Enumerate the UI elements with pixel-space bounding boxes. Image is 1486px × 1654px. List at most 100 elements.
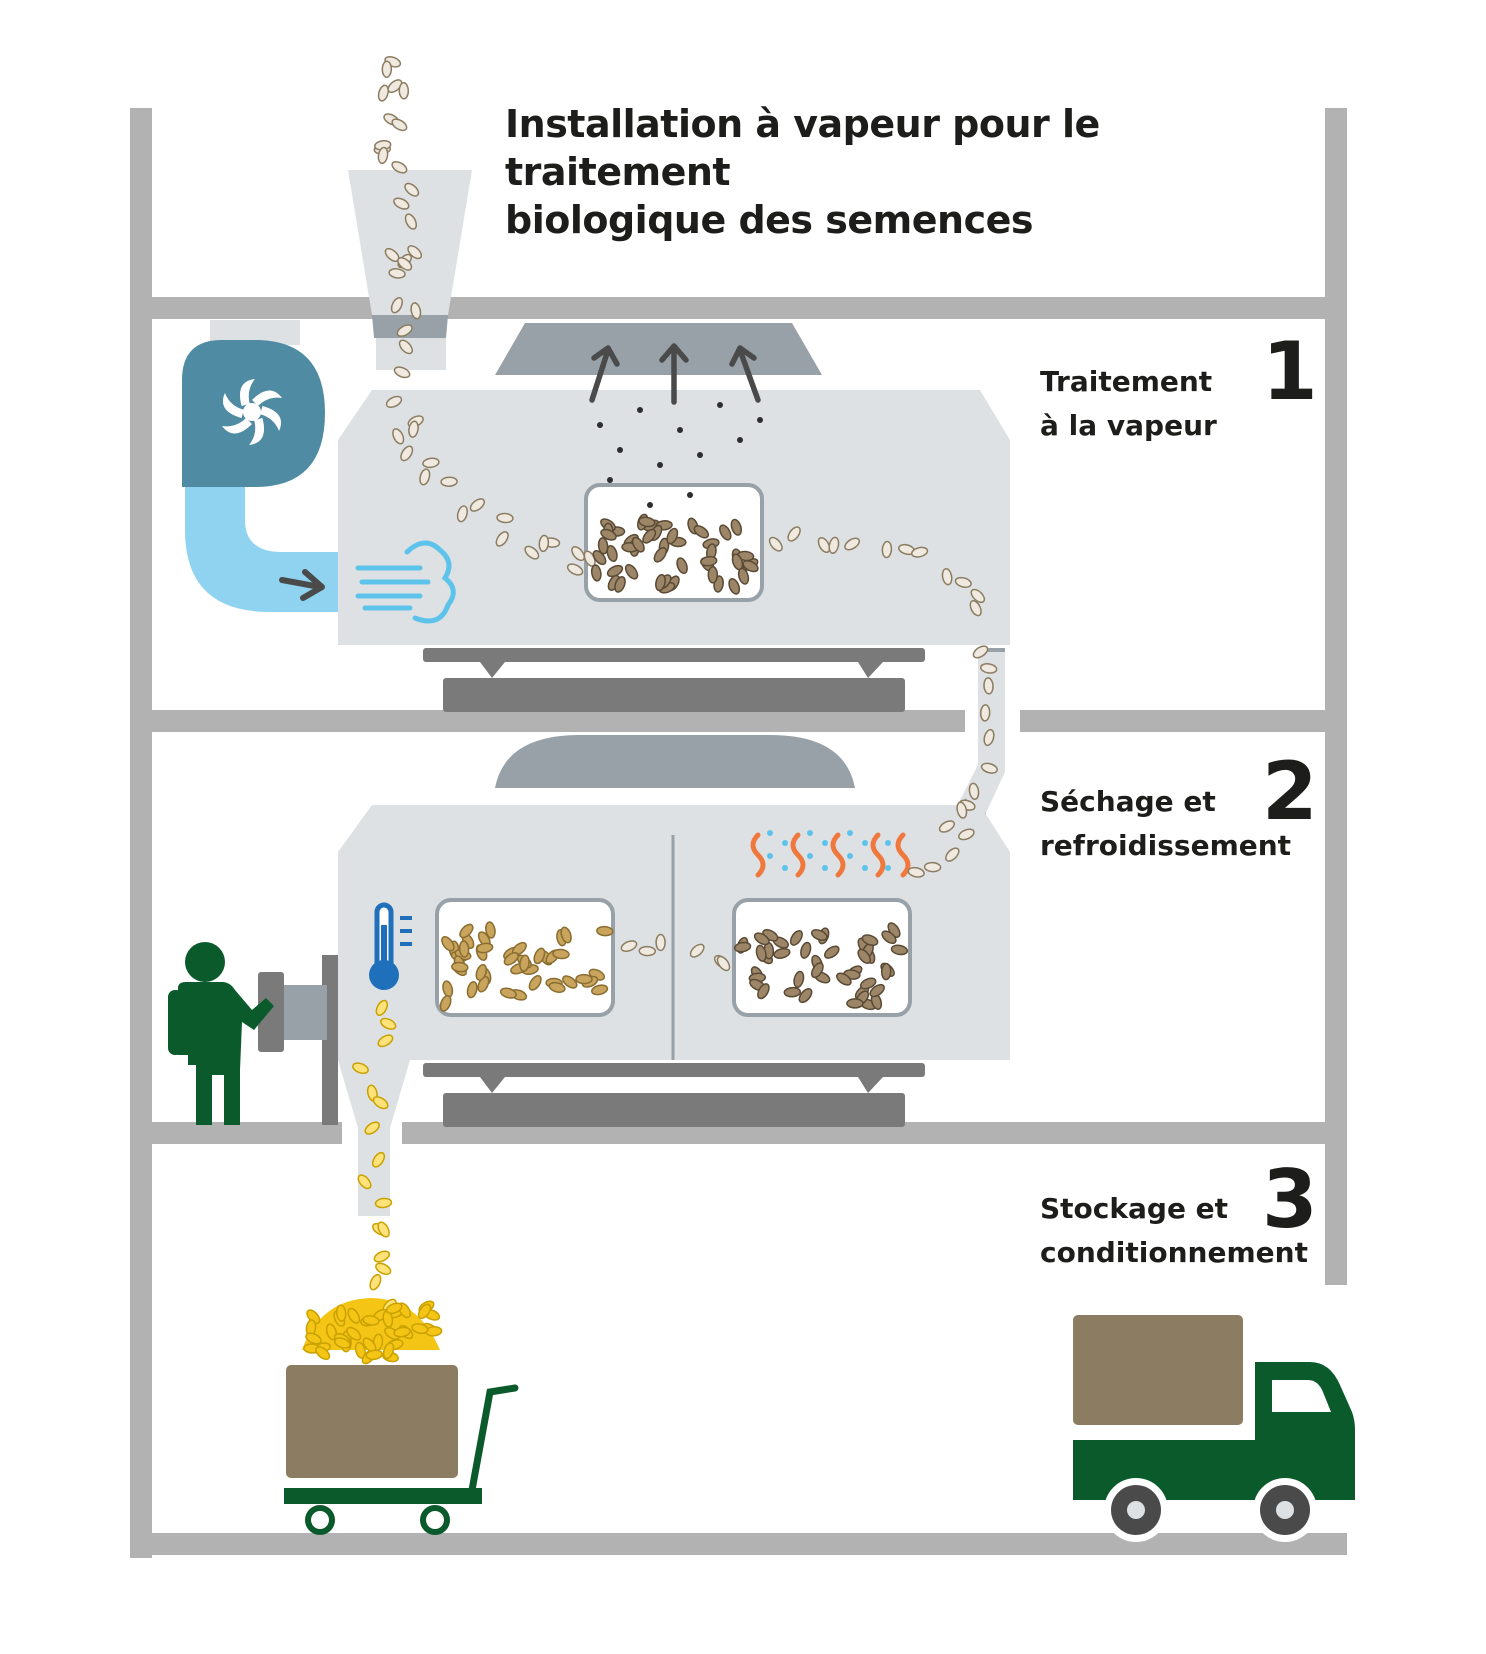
seed-icon [983, 728, 995, 747]
title-line-1: Installation à vapeur pour le traitement [505, 102, 1100, 194]
seed-icon [737, 567, 750, 585]
seed-icon [392, 428, 405, 445]
seed-icon [859, 977, 877, 990]
seed-icon [642, 528, 657, 544]
seed-icon [410, 302, 422, 320]
step-1-label: Traitement à la vapeur [1040, 360, 1340, 448]
seed-icon [716, 955, 731, 972]
seed-icon [624, 564, 639, 580]
seed-icon [620, 940, 638, 952]
seed-icon [528, 975, 542, 991]
step-1-number: 1 [1262, 325, 1318, 418]
seed-icon [476, 942, 494, 954]
seed-icon [552, 948, 570, 960]
impurity-dot [717, 402, 723, 408]
seed-icon [844, 537, 861, 551]
seed-icon [606, 564, 624, 578]
seed-icon [979, 704, 991, 722]
seed-icon [385, 1302, 403, 1315]
seed-icon [562, 975, 578, 989]
seed-icon [411, 1323, 429, 1335]
impurity-dot [597, 422, 603, 428]
step-1-line-1: Traitement [1040, 365, 1213, 398]
seed-icon [600, 528, 617, 541]
seed-icon [408, 420, 419, 438]
person-icon [168, 942, 274, 1125]
heat-wave-icon [750, 832, 911, 878]
seed-icon [364, 1121, 380, 1135]
seed-icon [983, 677, 994, 695]
seed-icon [375, 1262, 392, 1276]
seed-icon [466, 981, 478, 999]
step-3-line-2: conditionnement [1040, 1236, 1308, 1269]
seed-icon [538, 534, 550, 553]
seed-icon [407, 245, 423, 260]
seed-icon [638, 945, 657, 957]
seed-icon [655, 573, 666, 592]
seed-icon [954, 576, 972, 588]
seed-icon [456, 505, 468, 523]
step-2-line-2: refroidissement [1040, 829, 1292, 862]
seed-icon [393, 1326, 411, 1338]
seed-icon [496, 512, 514, 524]
step-3-line-1: Stockage et [1040, 1192, 1229, 1225]
seed-icon [398, 82, 410, 100]
step-2-number: 2 [1262, 745, 1318, 838]
seed-icon [970, 588, 986, 604]
impurity-dot [737, 437, 743, 443]
seed-icon [956, 801, 968, 819]
seed-icon [377, 84, 390, 102]
seed-icon [459, 923, 474, 939]
seed-icon [655, 933, 666, 952]
seed-icon [372, 1096, 389, 1110]
seed-icon [335, 1304, 347, 1322]
seed-icon [811, 962, 824, 979]
seed-icon [357, 1174, 372, 1190]
impurity-dot [687, 492, 693, 498]
seed-icon [938, 820, 955, 833]
seed-icon [377, 146, 389, 165]
seed-icon [590, 564, 602, 582]
seed-icon [730, 518, 742, 536]
seed-icon [566, 563, 584, 576]
seed-icon [381, 60, 393, 78]
seed-icon [596, 925, 614, 937]
seed-icon [666, 527, 679, 545]
seed-icon [631, 536, 645, 553]
seed-icon [828, 536, 840, 554]
seed-icon [753, 932, 770, 946]
seed-icon [391, 160, 408, 174]
seed-icon [968, 782, 980, 800]
seed-icon [911, 546, 929, 558]
arrow-right-icon [279, 569, 325, 601]
seed-icon [846, 998, 864, 1009]
seed-icon [333, 1337, 351, 1349]
seed-icon [800, 941, 812, 959]
seed-icon [377, 1034, 394, 1048]
seed-icon [388, 268, 406, 279]
seed-icon [972, 645, 989, 659]
seed-icon [810, 929, 828, 941]
seed-icon [881, 540, 893, 559]
seed-icon [560, 926, 572, 944]
seed-icon [980, 663, 998, 674]
seed-icon [638, 516, 656, 528]
seed-icon [614, 576, 626, 593]
seed-icon [503, 951, 519, 966]
seed-icon [495, 531, 509, 547]
seed-icon [969, 600, 982, 617]
seed-icon [693, 525, 710, 539]
seed-icon [707, 566, 719, 584]
seed-icon [719, 524, 732, 541]
seed-icon [524, 545, 540, 560]
seed-icon [590, 984, 609, 996]
seed-icon [404, 182, 420, 197]
seed-icon [571, 546, 586, 562]
impurity-dot [607, 477, 613, 483]
seed-layer [303, 56, 998, 1365]
seed-icon [439, 995, 452, 1012]
seed-icon [362, 1315, 380, 1326]
step-2-line-1: Séchage et [1040, 785, 1216, 818]
seed-icon [369, 1273, 382, 1291]
thermometer-icon [369, 902, 412, 990]
